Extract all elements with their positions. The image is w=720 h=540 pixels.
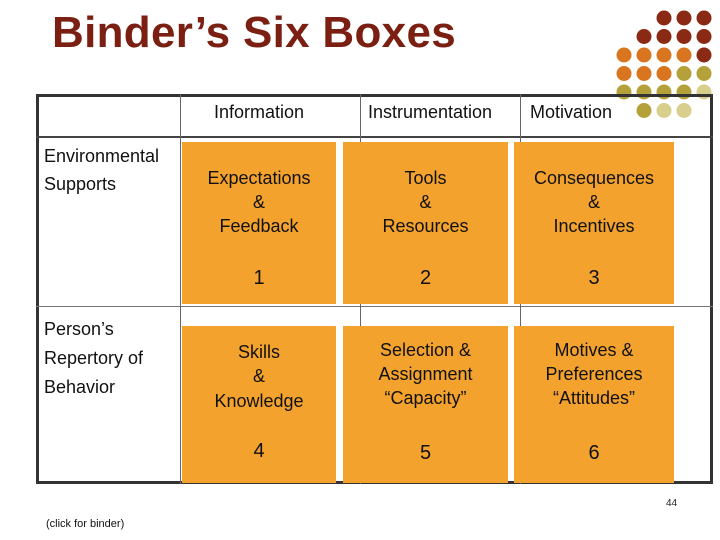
decorative-dot	[636, 47, 652, 63]
box-label-line: “Capacity”	[384, 388, 467, 408]
row-header-line: Environmental	[44, 146, 160, 166]
column-header-instrumentation: Instrumentation	[368, 102, 493, 122]
box-label-line: Skills	[237, 342, 280, 362]
decorative-dot	[616, 66, 632, 81]
box-number: 6	[588, 442, 600, 464]
box-4-skills-knowledge[interactable]: Skills & Knowledge 4	[182, 326, 336, 483]
box-label-line: “Attitudes”	[552, 388, 636, 408]
box-label-line: Knowledge	[214, 391, 304, 411]
box-label-line: &	[252, 192, 265, 212]
box-6-motives-preferences[interactable]: Motives & Preferences “Attitudes” 6	[514, 326, 674, 483]
row-header-line: Supports	[44, 174, 117, 194]
row-header-line: Behavior	[44, 377, 116, 397]
decorative-dot	[656, 47, 672, 63]
decorative-dot	[636, 29, 652, 44]
decorative-dot	[636, 103, 652, 118]
row-divider	[36, 306, 713, 307]
decorative-dot	[616, 47, 632, 63]
box-1-expectations-feedback[interactable]: Expectations & Feedback 1	[182, 142, 336, 304]
decorative-dot	[676, 47, 692, 63]
page-number: 44	[666, 498, 678, 509]
decorative-dot	[656, 103, 672, 118]
box-label-line: Consequences	[533, 168, 655, 188]
row-header-line: Repertory of	[44, 348, 144, 368]
row-header-line: Person’s	[44, 319, 114, 339]
decorative-dot-grid	[616, 10, 712, 118]
box-label-line: Incentives	[553, 216, 635, 236]
click-for-binder-link[interactable]: (click for binder)	[46, 518, 125, 530]
box-label-line: Motives &	[554, 340, 634, 360]
header-divider	[36, 136, 713, 138]
box-number: 2	[419, 267, 432, 289]
box-2-tools-resources[interactable]: Tools & Resources 2	[343, 142, 508, 304]
row-header-persons-repertory: Person’s Repertory of Behavior	[44, 317, 143, 399]
decorative-dot	[656, 66, 672, 81]
box-label-line: Resources	[382, 216, 469, 236]
decorative-dot	[676, 103, 692, 118]
decorative-dot	[696, 10, 712, 26]
box-label-line: Selection &	[379, 340, 472, 360]
decorative-dot	[696, 66, 712, 81]
box-number: 4	[253, 440, 265, 462]
row-header-environmental-supports: Environmental Supports	[44, 144, 159, 196]
box-number: 3	[588, 267, 600, 289]
box-label-line: Feedback	[219, 216, 299, 236]
box-label-line: &	[419, 192, 432, 212]
box-number: 1	[253, 267, 265, 289]
box-label-line: &	[587, 192, 600, 212]
decorative-dot	[696, 47, 712, 63]
box-label-line: Preferences	[545, 364, 643, 384]
box-label-line: Tools	[404, 168, 447, 188]
box-label-line: &	[252, 366, 265, 386]
slide-title: Binder’s Six Boxes	[52, 8, 456, 57]
box-number: 5	[419, 442, 432, 464]
decorative-dot	[696, 29, 712, 44]
decorative-dot	[656, 29, 672, 44]
box-label-line: Expectations	[207, 168, 311, 188]
column-header-information: Information	[214, 102, 305, 122]
decorative-dot	[656, 10, 672, 26]
decorative-dot	[676, 29, 692, 44]
decorative-dot	[676, 10, 692, 26]
box-3-consequences-incentives[interactable]: Consequences & Incentives 3	[514, 142, 674, 304]
box-label-line: Assignment	[378, 364, 473, 384]
decorative-dot	[636, 66, 652, 81]
decorative-dot	[676, 66, 692, 81]
column-divider	[180, 94, 181, 484]
box-5-selection-assignment[interactable]: Selection & Assignment “Capacity” 5	[343, 326, 508, 483]
column-header-motivation: Motivation	[530, 102, 613, 122]
